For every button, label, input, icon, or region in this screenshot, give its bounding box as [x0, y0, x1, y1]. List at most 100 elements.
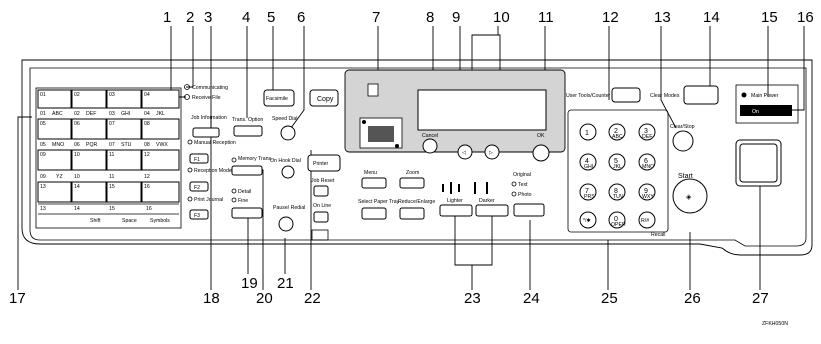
keypad: 1 2 ABC 3 DEF 4 GHI 5 JKL 6 MNO 7 PRS 8 … — [579, 123, 656, 229]
key-label: VWX — [156, 142, 168, 148]
key-star[interactable] — [579, 211, 597, 229]
on-line-button[interactable] — [313, 211, 329, 223]
speed-dial-label: Speed Dial — [272, 116, 297, 122]
ok-button[interactable] — [532, 144, 550, 162]
key-4[interactable] — [579, 153, 597, 171]
key-label: 13 — [40, 206, 46, 212]
start-button[interactable] — [672, 178, 708, 214]
symbols-label: Symbols — [150, 218, 170, 224]
one-touch-key-02[interactable] — [71, 89, 107, 109]
one-touch-key-07[interactable] — [106, 118, 142, 140]
key-label: 05 — [40, 142, 46, 148]
key-label: 05 — [40, 121, 46, 127]
key-label: MNO — [52, 142, 64, 148]
left-arrow-button[interactable] — [457, 144, 473, 160]
key-label: 08 — [144, 121, 150, 127]
clear-modes-button[interactable] — [683, 85, 719, 105]
key-r-hash[interactable] — [638, 211, 656, 229]
key-digit: 5 — [614, 158, 618, 165]
text-label: Text — [518, 182, 528, 188]
reduce-enlarge-button[interactable] — [399, 207, 425, 220]
reduce-enlarge-label: Reduce/Enlarge — [398, 199, 435, 205]
original-type-button[interactable] — [513, 203, 545, 217]
menu-label: Menu — [364, 170, 377, 176]
key-digit: 2 — [614, 128, 618, 135]
menu-button[interactable] — [361, 177, 387, 189]
right-arrow-button[interactable] — [484, 144, 500, 160]
lighter-button[interactable] — [439, 204, 473, 217]
one-touch-key-13[interactable] — [37, 181, 72, 203]
f2-button[interactable] — [189, 181, 209, 192]
zoom-button[interactable] — [399, 177, 425, 189]
lighter-label: Lighter — [447, 198, 463, 204]
key-7[interactable] — [579, 183, 597, 201]
left-arrow-icon: ◁ — [462, 150, 466, 156]
one-touch-key-12[interactable] — [141, 149, 180, 171]
key-9[interactable] — [638, 183, 656, 201]
key-label: 03 — [109, 92, 115, 98]
key-1[interactable] — [579, 123, 597, 141]
one-touch-key-11[interactable] — [106, 149, 142, 171]
facsimile-button[interactable] — [263, 89, 295, 107]
main-power-label: Main Power — [751, 93, 779, 99]
cancel-label: Cancel — [422, 133, 438, 139]
key-letters: OPER — [611, 222, 626, 228]
key-5[interactable] — [608, 153, 626, 171]
on-label: On — [752, 109, 759, 115]
one-touch-key-16[interactable] — [141, 181, 180, 203]
figure-code: ZFKH050N — [762, 321, 788, 327]
on-line-label: On Line — [313, 203, 331, 209]
print-journal-indicator — [187, 196, 193, 202]
callout-1: 1 — [163, 9, 171, 26]
one-touch-key-01[interactable] — [37, 89, 72, 109]
memory-trans-button[interactable] — [231, 165, 263, 176]
f3-button[interactable] — [189, 209, 209, 220]
one-touch-key-03[interactable] — [106, 89, 142, 109]
key-3[interactable] — [638, 123, 656, 141]
one-touch-key-04[interactable] — [141, 89, 180, 109]
job-information-button[interactable] — [192, 127, 220, 138]
f1-button[interactable] — [189, 153, 209, 164]
one-touch-key-09[interactable] — [37, 149, 72, 171]
key-2[interactable] — [608, 123, 626, 141]
job-reset-button[interactable] — [313, 185, 329, 197]
detail-label: Detail — [238, 189, 251, 195]
recall-label: Recall — [651, 232, 665, 238]
key-label: 11 — [109, 152, 114, 158]
callout-11: 11 — [538, 9, 554, 26]
key-6[interactable] — [638, 153, 656, 171]
operation-switch-inner — [739, 143, 778, 183]
printer-button[interactable] — [307, 154, 341, 172]
resolution-button[interactable] — [231, 207, 263, 219]
print-journal-label: Print Journal — [194, 197, 223, 203]
key-8[interactable] — [608, 183, 626, 201]
one-touch-key-08[interactable] — [141, 118, 180, 140]
f2-label: F2 — [194, 185, 200, 191]
one-touch-key-10[interactable] — [71, 149, 107, 171]
one-touch-key-06[interactable] — [71, 118, 107, 140]
clear-stop-button[interactable] — [672, 130, 694, 152]
callout-4: 4 — [242, 9, 250, 26]
copy-button[interactable] — [309, 89, 339, 107]
key-label: 12 — [144, 152, 150, 158]
one-touch-key-14[interactable] — [71, 181, 107, 203]
key-label: 02 — [74, 92, 80, 98]
user-tools-button[interactable] — [611, 87, 641, 103]
trans-option-button[interactable] — [233, 125, 263, 137]
on-hook-dial-button[interactable] — [281, 165, 295, 179]
pause-redial-button[interactable] — [278, 216, 294, 232]
key-letters: TUV — [613, 194, 624, 200]
on-indicator — [740, 105, 792, 116]
cancel-button[interactable] — [422, 138, 438, 154]
one-touch-key-15[interactable] — [106, 181, 142, 203]
speed-dial-button[interactable] — [280, 125, 296, 141]
callout-24: 24 — [523, 290, 540, 307]
select-paper-tray-button[interactable] — [361, 207, 387, 220]
status-indicators: Communicating Receive File — [184, 84, 228, 101]
one-touch-key-05[interactable] — [37, 118, 72, 140]
panel-outline — [21, 59, 813, 256]
trans-option-label: Trans. Option — [232, 117, 263, 123]
darker-button[interactable] — [475, 204, 509, 217]
key-label: 15 — [109, 206, 115, 212]
key-0[interactable] — [608, 211, 626, 229]
